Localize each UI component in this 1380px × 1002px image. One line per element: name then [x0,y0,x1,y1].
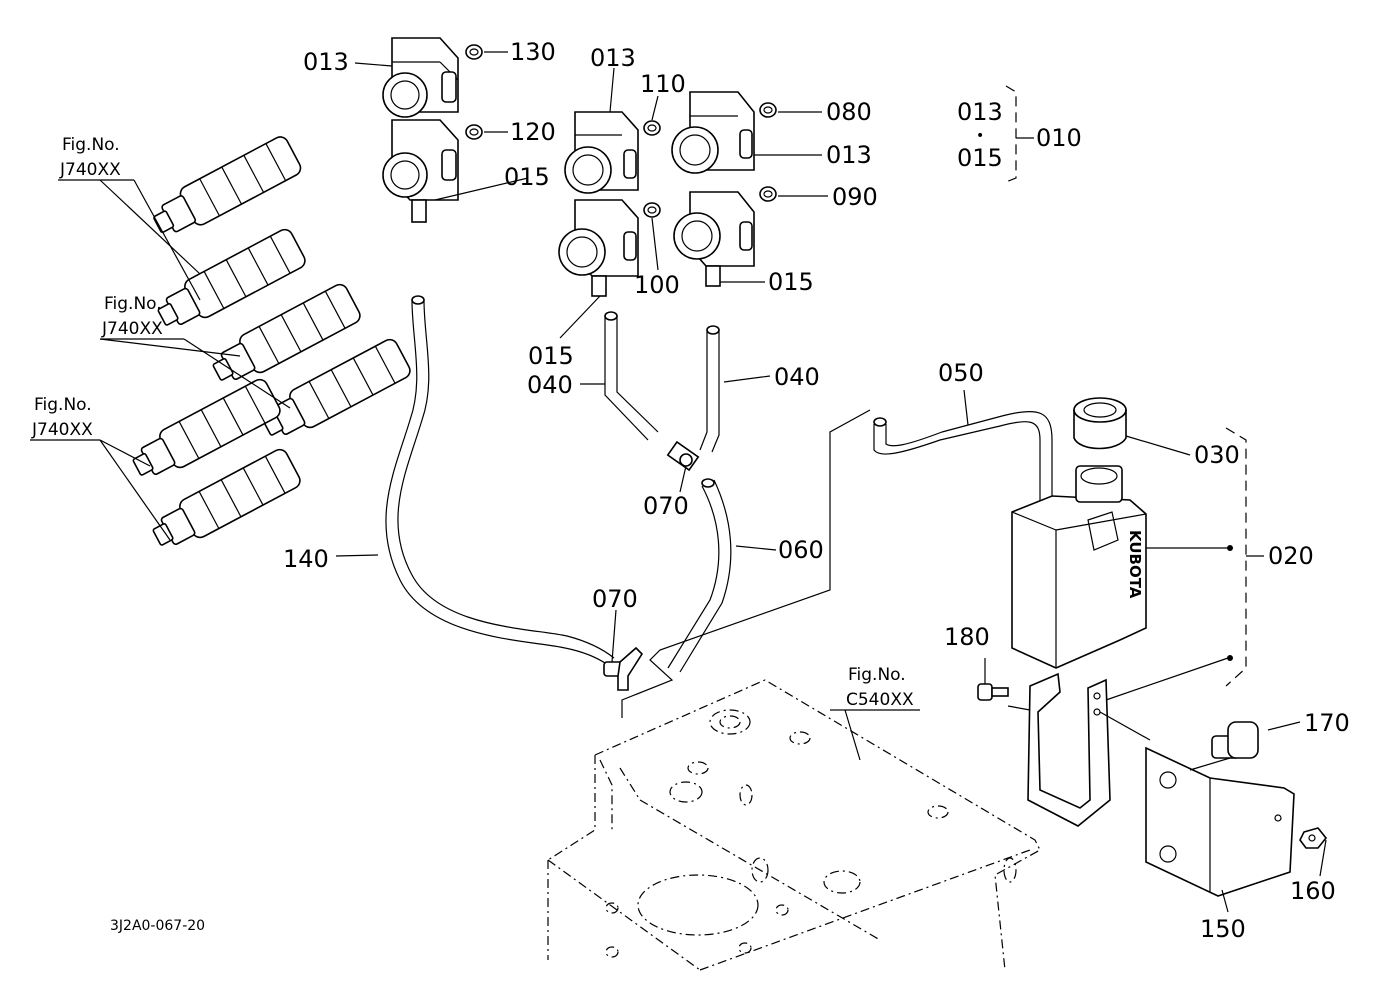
label-130: 130 [510,38,556,66]
label-120: 120 [510,118,556,146]
label-015-left: 015 [504,163,550,191]
o-ring-120 [465,124,483,140]
legend-013: 013 [957,98,1003,126]
label-040-right: 040 [774,363,820,391]
callout-brackets [1005,85,1264,687]
figref-1-line1: Fig.No. [62,135,120,155]
valve-block-right [671,91,755,287]
label-080: 080 [826,98,872,126]
engine-boundary [621,409,871,718]
label-070-upper: 070 [643,492,689,520]
reserve-tank: KUBOTA [1011,465,1147,669]
figref-2-line1: Fig.No. [104,294,162,314]
o-ring-100 [643,202,661,218]
valve-block-middle [558,111,639,297]
figref-2-line2: J740XX [101,319,163,339]
figref-3-line1: Fig.No. [34,395,92,415]
bolt-180 [977,683,1009,701]
hose-060 [667,478,732,673]
label-020: 020 [1268,542,1314,570]
label-170: 170 [1304,709,1350,737]
hose-140 [385,295,615,666]
figref-3-line2: J740XX [31,420,93,440]
quick-coupler-6 [152,448,301,546]
valve-block-left [382,37,459,223]
tank-brand-text: KUBOTA [1126,530,1144,599]
label-100: 100 [634,271,680,299]
nut-160 [1299,827,1328,849]
o-ring-group [465,44,777,218]
o-ring-130 [465,44,483,60]
part-labels: 013 130 013 110 080 120 015 013 090 100 … [283,38,1350,943]
plug-170 [1211,721,1259,759]
assembly-legend: 013 • 015 010 [957,98,1082,172]
o-ring-080 [759,102,777,118]
label-060: 060 [778,536,824,564]
hose-040-left [604,311,659,441]
label-015-right: 015 [768,268,814,296]
hose-050 [873,410,1053,512]
label-040-left: 040 [527,371,573,399]
fitting-070-lower [603,646,644,691]
tank-cap-030 [1073,397,1127,450]
figref-1-line2: J740XX [59,160,121,180]
tank-bracket [1027,672,1111,827]
engine-block [547,679,1041,971]
legend-015: 015 [957,144,1003,172]
label-015-middle: 015 [528,342,574,370]
o-ring-110 [643,120,661,136]
label-070-lower: 070 [592,585,638,613]
quick-coupler-4 [262,338,411,436]
label-030: 030 [1194,441,1240,469]
label-140: 140 [283,545,329,573]
label-150: 150 [1200,915,1246,943]
label-013-right: 013 [826,141,872,169]
label-050: 050 [938,359,984,387]
quick-coupler-1 [153,136,302,234]
leader-lines [99,51,1327,913]
figure-references: Fig.No. J740XX Fig.No. J740XX Fig.No. J7… [30,135,914,710]
hose-040-right [699,325,720,453]
label-013-left: 013 [303,48,349,76]
legend-010: 010 [1036,124,1082,152]
fitting-070-upper [666,440,700,472]
legend-dot: • [976,128,984,144]
label-160: 160 [1290,877,1336,905]
drawing-code: 3J2A0-067-20 [110,918,205,934]
figref-4-line2: C540XX [846,690,914,710]
label-110: 110 [640,70,686,98]
figref-4-line1: Fig.No. [848,665,906,685]
label-090: 090 [832,183,878,211]
o-ring-090 [759,186,777,202]
quick-coupler-2 [157,228,306,326]
plate-150 [1145,746,1295,897]
quick-coupler-group [132,136,411,546]
label-013-middle: 013 [590,44,636,72]
label-180: 180 [944,623,990,651]
